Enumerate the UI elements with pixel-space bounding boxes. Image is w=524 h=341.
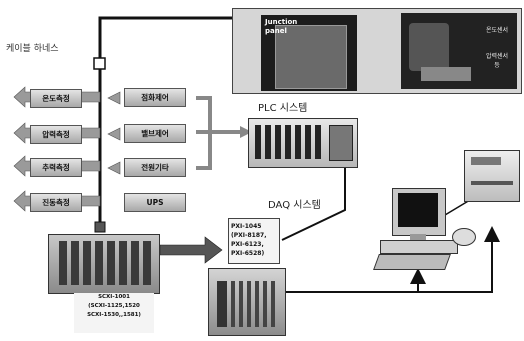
junction-panel-image: Junction panel	[261, 15, 357, 91]
pxi-line-1: PXI-1045	[231, 223, 262, 230]
pxi-line-2: (PXI-8187,	[231, 232, 267, 239]
power-etc-box: 전원기타	[124, 158, 186, 177]
cable-connector	[93, 57, 106, 70]
pc-base	[380, 240, 458, 254]
cable-end-connector	[94, 221, 106, 233]
plc-system-label: PLC 시스템	[258, 103, 308, 114]
pxi-line-3: PXI-6123,	[231, 241, 264, 248]
pxi-line-4: PXI-6528)	[231, 250, 265, 257]
printer	[464, 150, 520, 202]
cable-harness-line	[98, 16, 232, 230]
valve-control-box: 밸브제어	[124, 124, 186, 143]
cable-harness-label: 케이블 하네스	[6, 44, 59, 54]
junction-panel-title-2: panel	[265, 27, 287, 35]
ignition-control-box: 점화제어	[124, 88, 186, 107]
temperature-sensor-label: 온도센서	[485, 27, 509, 34]
monitor-stand	[410, 234, 426, 240]
keyboard	[373, 254, 451, 270]
scxi-model-label: SCXI-1001 (SCXI-1125,1520 SCXI-1530,,158…	[74, 293, 154, 333]
pxi-model-label: PXI-1045 (PXI-8187, PXI-6123, PXI-6528)	[228, 218, 280, 264]
scxi-to-pxi-arrow	[159, 236, 223, 264]
pc-to-printer-line	[444, 199, 471, 216]
plc-device	[248, 118, 358, 168]
pressure-sensor-label-1: 압력센서	[485, 53, 509, 60]
ups-box: UPS	[124, 193, 186, 212]
daq-signal-line	[281, 150, 346, 241]
junction-panel-title-1: Junction	[265, 18, 298, 26]
control-arrows	[107, 91, 121, 175]
daq-system-label: DAQ 시스템	[268, 200, 321, 211]
sensors-image: 온도센서 압력센서 등	[401, 13, 517, 89]
junction-panel-photo: Junction panel 온도센서 압력센서 등	[232, 8, 522, 94]
mouse	[452, 228, 476, 246]
scxi-line-2: (SCXI-1125,1520	[88, 303, 140, 309]
pxi-chassis	[208, 268, 286, 336]
monitor	[392, 188, 446, 236]
pressure-measure-box: 압력측정	[30, 125, 82, 144]
thrust-measure-box: 추력측정	[30, 158, 82, 177]
pxi-to-pc-line	[284, 226, 500, 293]
vibration-measure-box: 진동측정	[30, 193, 82, 212]
temperature-measure-box: 온도측정	[30, 89, 82, 108]
scxi-line-1: SCXI-1001	[98, 294, 130, 300]
plc-to-control-bracket	[196, 96, 240, 170]
pressure-sensor-label-2: 등	[494, 62, 500, 69]
scxi-line-3: SCXI-1530,,1581)	[87, 312, 141, 318]
scxi-chassis	[48, 234, 160, 294]
